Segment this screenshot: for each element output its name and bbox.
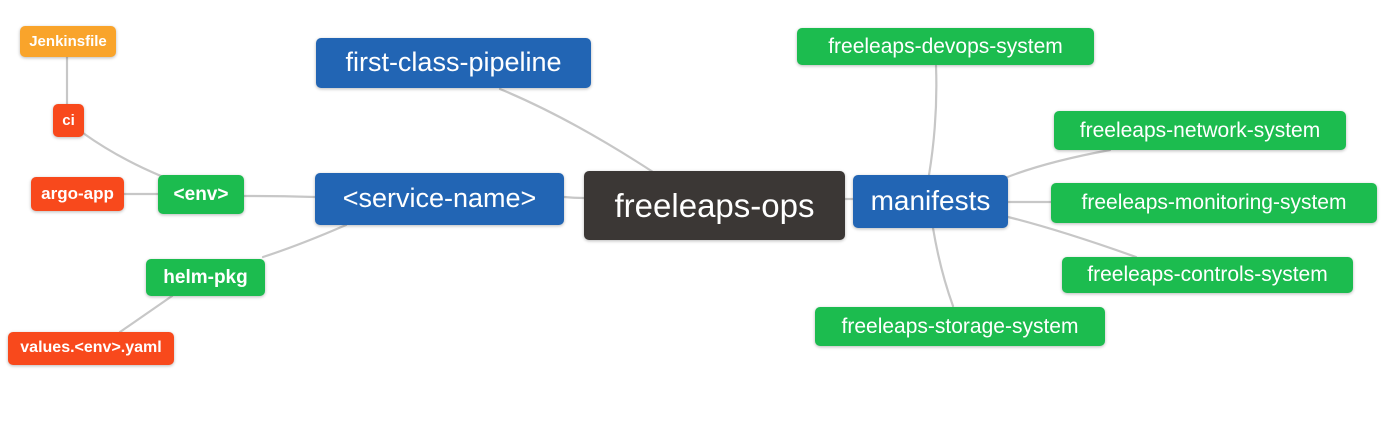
node-first-class-pipeline[interactable]: first-class-pipeline [316,38,591,88]
node-label: argo-app [41,184,114,203]
node-label: values.<env>.yaml [20,339,162,356]
edge-service-name-freeleaps-ops [562,195,586,200]
node-label: freeleaps-storage-system [841,314,1079,338]
edge-helm-pkg-values-env-yaml [118,294,174,334]
node-freeleaps-storage-system[interactable]: freeleaps-storage-system [815,307,1105,346]
node-manifests[interactable]: manifests [853,175,1008,228]
node-freeleaps-ops[interactable]: freeleaps-ops [584,171,845,240]
edge-manifests-freeleaps-network-system [1003,148,1112,180]
node-label: freeleaps-controls-system [1087,263,1328,286]
node-label: ci [62,111,75,129]
edge-env-service-name [242,194,317,199]
node-ci[interactable]: ci [53,104,84,137]
node-env[interactable]: <env> [158,175,244,214]
node-label: freeleaps-monitoring-system [1081,191,1347,214]
node-label: <service-name> [342,183,537,213]
node-label: freeleaps-network-system [1079,118,1321,142]
node-label: helm-pkg [163,266,248,288]
node-freeleaps-devops-system[interactable]: freeleaps-devops-system [797,28,1094,65]
node-label: manifests [870,185,991,216]
node-label: first-class-pipeline [345,47,562,77]
node-freeleaps-monitoring-system[interactable]: freeleaps-monitoring-system [1051,183,1377,223]
node-label: freeleaps-devops-system [828,34,1063,58]
node-jenkinsfile[interactable]: Jenkinsfile [20,26,116,57]
edge-first-class-pipeline-freeleaps-ops [498,87,655,174]
node-values-env-yaml[interactable]: values.<env>.yaml [8,332,174,365]
node-label: <env> [173,183,229,205]
node-argo-app[interactable]: argo-app [31,177,124,211]
node-service-name[interactable]: <service-name> [315,173,564,225]
node-freeleaps-controls-system[interactable]: freeleaps-controls-system [1062,257,1353,293]
edge-manifests-freeleaps-controls-system [1006,215,1138,259]
edge-service-name-helm-pkg [261,223,348,259]
node-label: freeleaps-ops [614,186,815,224]
edge-ci-env [81,131,163,178]
node-label: Jenkinsfile [29,32,107,50]
node-freeleaps-network-system[interactable]: freeleaps-network-system [1054,111,1346,150]
node-helm-pkg[interactable]: helm-pkg [146,259,265,296]
edge-manifests-freeleaps-devops-system [927,64,938,177]
edge-manifests-freeleaps-storage-system [931,226,955,308]
